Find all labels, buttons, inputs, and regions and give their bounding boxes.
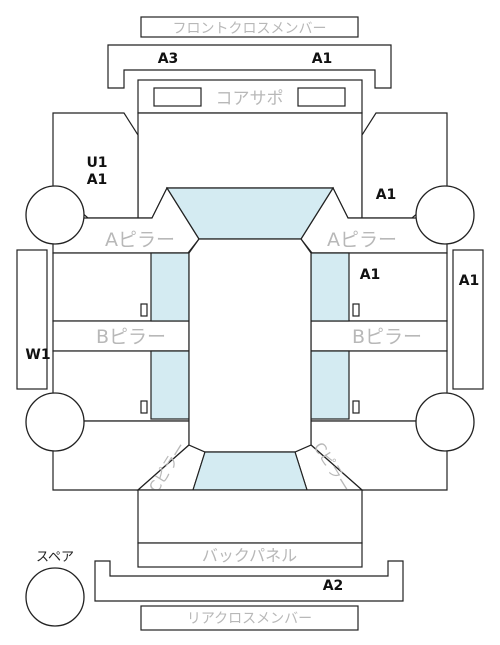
core-support-label: コアサポ bbox=[216, 89, 284, 109]
front-right-tire[interactable] bbox=[415, 185, 475, 245]
rear-window-glass[interactable] bbox=[192, 451, 308, 491]
core-support-slot-right bbox=[297, 87, 346, 107]
left-front-window[interactable] bbox=[150, 252, 190, 322]
front-cross-member-box[interactable] bbox=[140, 16, 359, 38]
back-panel-label: バックパネル bbox=[202, 546, 297, 565]
code-left-fender-2: A1 bbox=[87, 172, 108, 188]
code-right-fender: A1 bbox=[376, 187, 397, 203]
b-pillar-left-label: Bピラー bbox=[96, 326, 166, 348]
front-cross-member-part[interactable] bbox=[107, 44, 392, 89]
left-rear-door-handle bbox=[140, 400, 148, 414]
rear-cross-member-box[interactable] bbox=[140, 605, 359, 631]
code-right-front-door: A1 bbox=[360, 267, 381, 283]
right-front-window[interactable] bbox=[310, 252, 350, 322]
code-right-side-panel: A1 bbox=[459, 273, 480, 289]
a-pillar-left-label: Aピラー bbox=[105, 229, 175, 251]
front-left-tire[interactable] bbox=[25, 185, 85, 245]
left-front-door-handle bbox=[140, 303, 148, 317]
code-front-cross-right: A1 bbox=[312, 51, 333, 67]
spare-tire[interactable] bbox=[25, 567, 85, 627]
a-pillar-right-label: Aピラー bbox=[327, 229, 397, 251]
rear-cross-member-label: リアクロスメンバー bbox=[187, 611, 312, 627]
code-left-fender-1: U1 bbox=[86, 155, 107, 171]
code-rear-cross: A2 bbox=[323, 578, 344, 594]
front-cross-member-label: フロントクロスメンバー bbox=[173, 21, 327, 37]
core-support-slot-left bbox=[153, 87, 202, 107]
trunk-part[interactable] bbox=[137, 489, 363, 544]
rear-cross-member-part[interactable] bbox=[94, 560, 404, 602]
code-front-cross-left: A3 bbox=[158, 51, 179, 67]
right-front-door-handle bbox=[352, 303, 360, 317]
rear-left-tire[interactable] bbox=[25, 392, 85, 452]
left-side-panel-part[interactable] bbox=[16, 249, 48, 390]
b-pillar-right-part[interactable] bbox=[310, 320, 448, 352]
left-rear-window[interactable] bbox=[150, 350, 190, 420]
spare-label: スペア bbox=[36, 550, 74, 565]
code-left-side-panel: W1 bbox=[25, 347, 50, 363]
b-pillar-right-label: Bピラー bbox=[352, 326, 422, 348]
right-rear-door-handle bbox=[352, 400, 360, 414]
roof-part[interactable] bbox=[188, 238, 312, 453]
b-pillar-left-part[interactable] bbox=[52, 320, 190, 352]
right-side-panel-part[interactable] bbox=[452, 249, 484, 390]
rear-right-tire[interactable] bbox=[415, 392, 475, 452]
right-rear-window[interactable] bbox=[310, 350, 350, 420]
back-panel-part[interactable] bbox=[137, 542, 363, 568]
